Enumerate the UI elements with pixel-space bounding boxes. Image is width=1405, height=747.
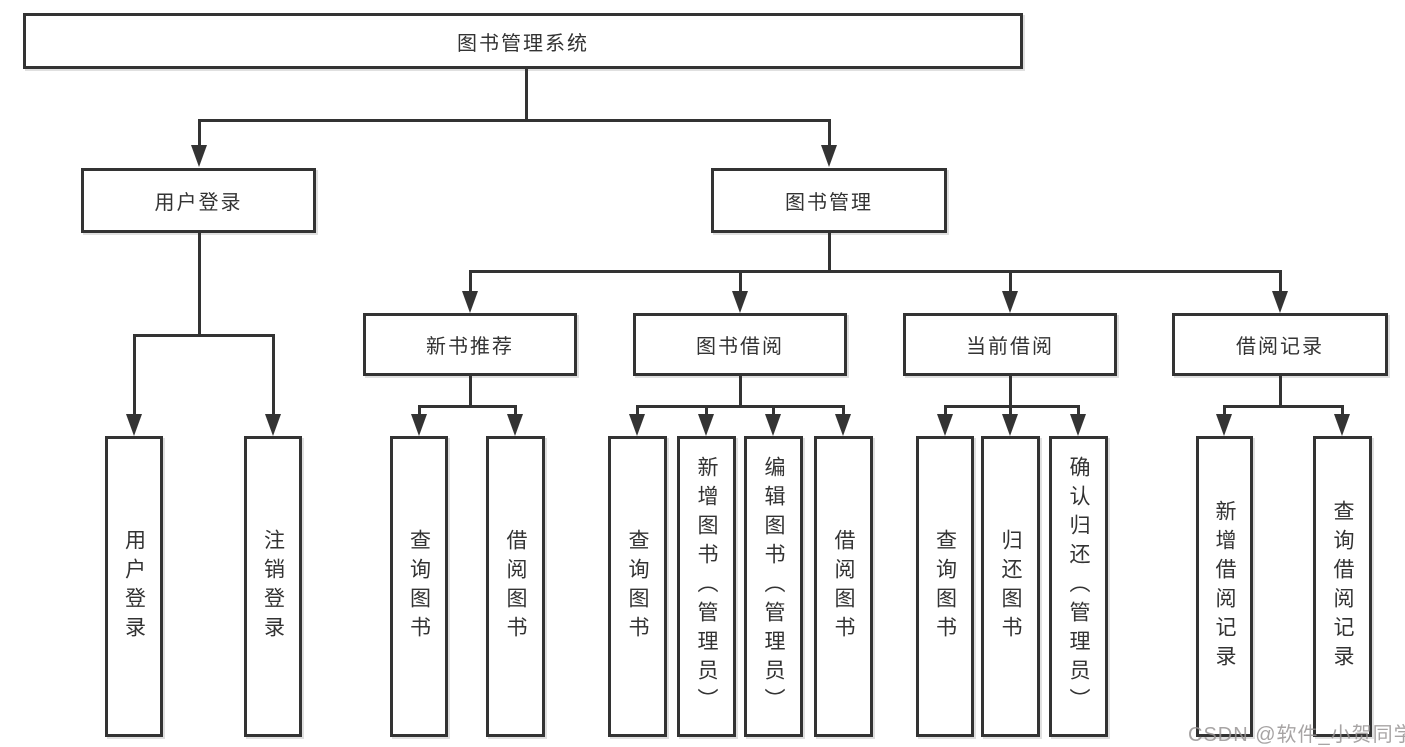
connector-line [842, 405, 845, 417]
node-book-management: 图书管理 [711, 168, 947, 233]
connector-line [1279, 270, 1282, 293]
node-label: 新增借阅记录 [1213, 499, 1236, 674]
connector-line [525, 69, 528, 122]
arrow-down-icon [191, 145, 207, 167]
arrow-down-icon [1334, 414, 1350, 436]
node-add-books-admin: 新增图书（管理员） [677, 436, 736, 737]
connector-line [636, 405, 639, 417]
connector-line [198, 119, 831, 122]
connector-line [1341, 405, 1344, 417]
connector-line [418, 405, 421, 417]
arrow-down-icon [1002, 414, 1018, 436]
connector-line [772, 405, 775, 417]
connector-line [514, 405, 517, 417]
connector-line [828, 233, 831, 273]
connector-line [1223, 405, 1226, 417]
arrow-down-icon [629, 414, 645, 436]
connector-line [944, 405, 947, 417]
arrow-down-icon [126, 414, 142, 436]
connector-line [739, 270, 742, 293]
arrow-down-icon [411, 414, 427, 436]
arrow-down-icon [1070, 414, 1086, 436]
arrow-down-icon [821, 145, 837, 167]
node-label: 图书管理系统 [457, 32, 589, 55]
arrow-down-icon [765, 414, 781, 436]
arrow-down-icon [698, 414, 714, 436]
connector-line [133, 334, 275, 337]
arrow-down-icon [507, 414, 523, 436]
connector-line [133, 334, 136, 416]
node-label: 归还图书 [999, 528, 1022, 645]
connector-line [944, 405, 1080, 408]
node-borrow-books: 借阅图书 [486, 436, 545, 737]
node-system-root: 图书管理系统 [23, 13, 1023, 69]
node-label: 查询借阅记录 [1331, 499, 1354, 674]
node-label: 查询图书 [626, 528, 649, 645]
node-logout-action: 注销登录 [244, 436, 302, 737]
node-edit-books-admin: 编辑图书（管理员） [744, 436, 803, 737]
node-label: 查询图书 [407, 528, 431, 645]
node-borrow-books: 借阅图书 [814, 436, 873, 737]
node-query-books: 查询图书 [390, 436, 448, 737]
arrow-down-icon [1272, 291, 1288, 313]
node-label: 图书管理 [785, 192, 873, 214]
node-label: 用户登录 [122, 528, 146, 645]
node-confirm-return-admin: 确认归还（管理员） [1049, 436, 1108, 737]
connector-line [469, 270, 472, 293]
connector-line [828, 119, 831, 147]
node-current-borrowing: 当前借阅 [903, 313, 1117, 376]
connector-line [469, 270, 1282, 273]
node-return-books: 归还图书 [981, 436, 1040, 737]
connector-line [1009, 376, 1012, 407]
node-label: 借阅记录 [1236, 336, 1324, 358]
connector-line [1077, 405, 1080, 417]
node-label: 用户登录 [154, 192, 243, 214]
node-label: 借阅图书 [832, 528, 855, 645]
connector-line [1223, 405, 1344, 408]
connector-line [1009, 270, 1012, 293]
arrow-down-icon [732, 291, 748, 313]
node-label: 借阅图书 [504, 528, 527, 645]
node-label: 注销登录 [261, 528, 285, 645]
connector-line [739, 376, 742, 407]
node-new-book-recommendation: 新书推荐 [363, 313, 577, 376]
connector-line [705, 405, 708, 417]
node-query-books: 查询图书 [916, 436, 974, 737]
node-label: 新增图书（管理员） [695, 456, 718, 717]
node-user-login-action: 用户登录 [105, 436, 163, 737]
node-label: 图书借阅 [696, 336, 784, 358]
node-borrowing-records: 借阅记录 [1172, 313, 1388, 376]
arrow-down-icon [1002, 291, 1018, 313]
connector-line [418, 405, 517, 408]
connector-line [469, 376, 472, 407]
node-user-login: 用户登录 [81, 168, 316, 233]
node-book-borrowing: 图书借阅 [633, 313, 847, 376]
arrow-down-icon [1216, 414, 1232, 436]
arrow-down-icon [462, 291, 478, 313]
node-add-borrow-record: 新增借阅记录 [1196, 436, 1253, 737]
node-label: 查询图书 [933, 528, 957, 645]
connector-line [636, 405, 845, 408]
arrow-down-icon [937, 414, 953, 436]
node-label: 当前借阅 [966, 336, 1054, 358]
connector-line [198, 233, 201, 337]
connector-line [198, 119, 201, 147]
node-label: 确认归还（管理员） [1067, 456, 1090, 717]
node-label: 编辑图书（管理员） [762, 456, 785, 717]
arrow-down-icon [835, 414, 851, 436]
arrow-down-icon [265, 414, 281, 436]
connector-line [272, 334, 275, 416]
csdn-watermark: CSDN @软件_小贺同学 [1188, 724, 1405, 746]
connector-line [1009, 405, 1012, 417]
connector-line [1279, 376, 1282, 407]
node-query-borrow-record: 查询借阅记录 [1313, 436, 1372, 737]
node-label: 新书推荐 [426, 336, 514, 358]
node-query-books: 查询图书 [608, 436, 667, 737]
